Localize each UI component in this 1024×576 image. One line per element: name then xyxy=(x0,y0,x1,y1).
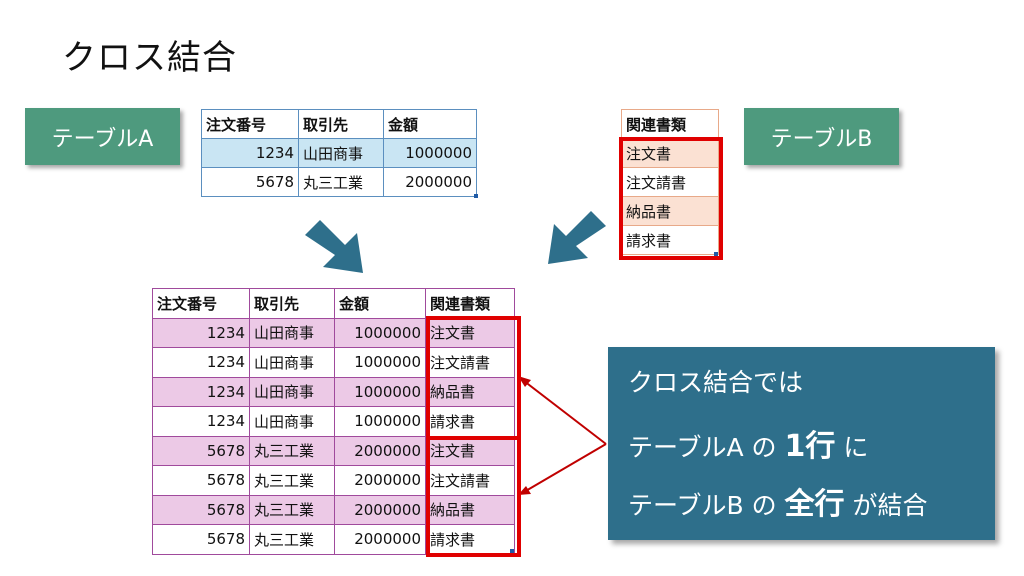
table-a-cell: 丸三工業 xyxy=(298,167,384,197)
page-title: クロス結合 xyxy=(62,38,237,78)
result-cell: 山田商事 xyxy=(249,376,335,407)
result-cell: 1234 xyxy=(152,317,250,348)
callout-emphasis: 1行 xyxy=(784,429,836,464)
table-a: 注文番号 取引先 金額 1234 山田商事 1000000 5678 丸三工業 … xyxy=(201,109,477,197)
table-a-header-client: 取引先 xyxy=(298,109,384,139)
result-cell: 5678 xyxy=(152,465,250,496)
table-row: 納品書 xyxy=(621,196,719,226)
connector-line xyxy=(523,443,607,493)
result-cell: 納品書 xyxy=(425,376,515,407)
result-cell: 1000000 xyxy=(334,347,426,378)
callout-emphasis: 全行 xyxy=(784,487,845,522)
table-b-resize-handle xyxy=(714,252,718,256)
table-b-header: 関連書類 xyxy=(621,109,719,139)
result-cell: 請求書 xyxy=(425,524,515,555)
result-cell: 1234 xyxy=(152,347,250,378)
result-header-client: 取引先 xyxy=(249,288,335,319)
result-cell: 2000000 xyxy=(334,494,426,525)
result-header-documents: 関連書類 xyxy=(425,288,515,319)
arrow-down-left-icon xyxy=(548,211,606,264)
explanation-callout: クロス結合では テーブルA の 1行 に テーブルB の 全行 が結合 xyxy=(608,347,995,540)
table-b: 関連書類 注文書 注文請書 納品書 請求書 xyxy=(621,109,719,255)
result-cell: 注文書 xyxy=(425,317,515,348)
table-b-cell: 注文請書 xyxy=(621,167,719,197)
result-highlight-group-2 xyxy=(426,436,521,557)
result-cell: 注文請書 xyxy=(425,347,515,378)
result-cell: 納品書 xyxy=(425,494,515,525)
table-b-cell: 納品書 xyxy=(621,196,719,226)
result-cell: 5678 xyxy=(152,435,250,466)
callout-text: が結合 xyxy=(844,491,928,520)
table-row: 1234 山田商事 1000000 xyxy=(201,138,477,168)
result-cell: 2000000 xyxy=(334,465,426,496)
table-row: 5678 丸三工業 2000000 xyxy=(201,167,477,197)
result-cell: 丸三工業 xyxy=(249,524,335,555)
table-b-label: テーブルB xyxy=(744,108,899,165)
result-cell: 丸三工業 xyxy=(249,435,335,466)
table-b-cell: 請求書 xyxy=(621,225,719,255)
result-cell: 5678 xyxy=(152,524,250,555)
table-a-header-row: 注文番号 取引先 金額 xyxy=(201,109,477,139)
result-header-order-no: 注文番号 xyxy=(152,288,250,319)
callout-line-2: テーブルA の 1行 に xyxy=(628,421,868,465)
table-a-header-amount: 金額 xyxy=(383,109,477,139)
result-cell: 丸三工業 xyxy=(249,465,335,496)
result-cell: 山田商事 xyxy=(249,317,335,348)
callout-line-3: テーブルB の 全行 が結合 xyxy=(628,479,928,523)
table-a-cell: 2000000 xyxy=(383,167,477,197)
table-a-cell: 山田商事 xyxy=(298,138,384,168)
table-row: 注文請書 xyxy=(621,167,719,197)
result-cell: 山田商事 xyxy=(249,347,335,378)
connector-line xyxy=(523,380,607,445)
callout-text: テーブルA の xyxy=(628,433,785,462)
arrow-down-right-icon xyxy=(305,220,363,273)
result-cell: 2000000 xyxy=(334,435,426,466)
table-a-cell: 5678 xyxy=(201,167,299,197)
table-a-label: テーブルA xyxy=(25,108,180,165)
result-cell: 2000000 xyxy=(334,524,426,555)
callout-text: テーブルB の xyxy=(628,491,785,520)
table-a-cell: 1000000 xyxy=(383,138,477,168)
result-cell: 1000000 xyxy=(334,376,426,407)
result-cell: 1234 xyxy=(152,406,250,437)
table-a-header-order-no: 注文番号 xyxy=(201,109,299,139)
result-cell: 5678 xyxy=(152,494,250,525)
result-resize-handle xyxy=(510,549,514,553)
result-cell: 1234 xyxy=(152,376,250,407)
result-cell: 1000000 xyxy=(334,406,426,437)
callout-line-1: クロス結合では xyxy=(628,368,804,397)
result-cell: 注文書 xyxy=(425,435,515,466)
result-header-row: 注文番号 取引先 金額 関連書類 xyxy=(152,288,515,319)
table-b-header-row: 関連書類 xyxy=(621,109,719,139)
table-a-resize-handle xyxy=(474,194,478,198)
result-cell: 丸三工業 xyxy=(249,494,335,525)
table-a-cell: 1234 xyxy=(201,138,299,168)
result-cell: 山田商事 xyxy=(249,406,335,437)
result-cell: 1000000 xyxy=(334,317,426,348)
callout-text: に xyxy=(835,433,869,462)
result-header-amount: 金額 xyxy=(334,288,426,319)
table-b-cell: 注文書 xyxy=(621,138,719,168)
result-cell: 請求書 xyxy=(425,406,515,437)
table-row: 請求書 xyxy=(621,225,719,255)
table-b-highlight xyxy=(619,137,723,260)
table-row: 注文書 xyxy=(621,138,719,168)
result-highlight-group-1 xyxy=(426,316,521,440)
